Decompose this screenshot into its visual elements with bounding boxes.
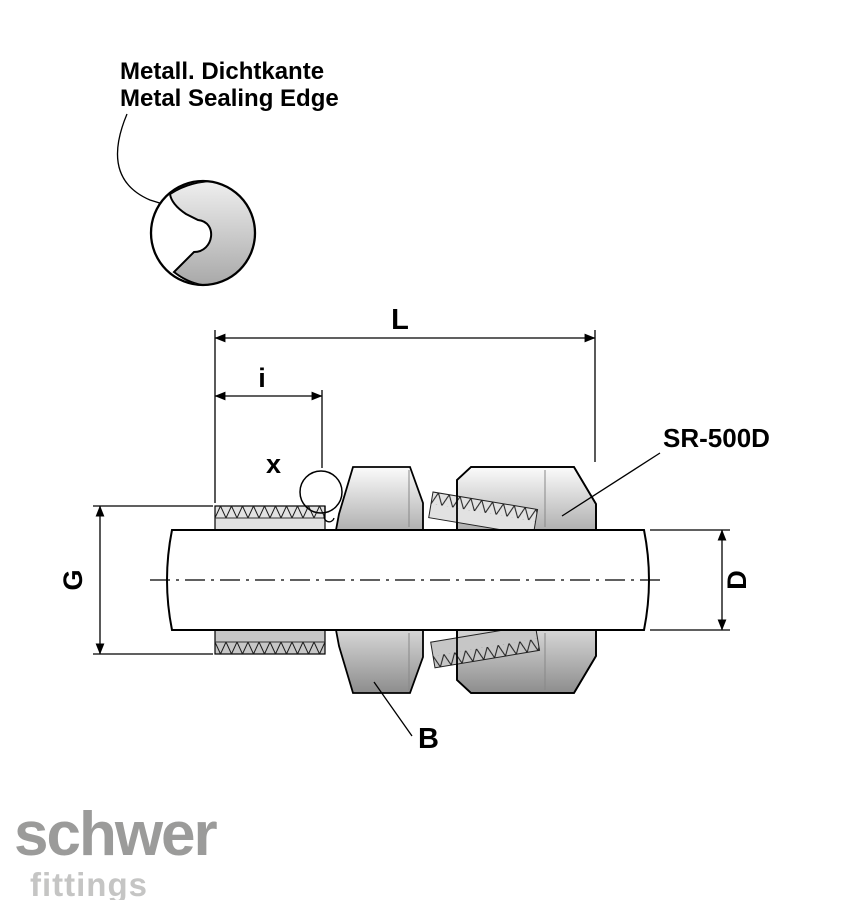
dimension-D-label: D [722, 570, 752, 590]
product-code-annotation: SR-500D [561, 423, 770, 517]
dimension-G-label: G [58, 569, 88, 590]
product-code-leader-line [561, 452, 661, 517]
sealing-edge-label-en: Metal Sealing Edge [120, 85, 339, 112]
logo: schwer fittings [14, 800, 220, 900]
detail-x-label: x [266, 449, 281, 479]
dimension-L-label: L [391, 304, 409, 336]
sealing-edge-annotation: Metall. Dichtkante Metal Sealing Edge [116, 58, 339, 212]
dimension-i-label: i [258, 363, 266, 393]
dimension-B-label: B [418, 723, 439, 755]
detail-x-circle [299, 470, 343, 514]
hex-body-lower [334, 629, 424, 694]
sealing-edge-notch [323, 506, 335, 523]
detail-circle [149, 179, 257, 287]
dimension-B: B [373, 681, 439, 755]
logo-tagline-text: fittings [30, 866, 148, 900]
dimension-L: L [214, 304, 596, 503]
dimension-B-leader-line [373, 681, 413, 737]
dimension-i: i [214, 363, 323, 468]
detail-circle-outline [149, 179, 257, 287]
dimension-D: D [650, 529, 752, 631]
hex-facet-lines [408, 470, 546, 690]
product-code-label: SR-500D [663, 423, 770, 453]
dimension-G: G [58, 505, 213, 655]
sealing-edge-label-de: Metall. Dichtkante [120, 58, 324, 85]
stud-thread-upper [214, 505, 326, 531]
hex-body-upper [334, 466, 424, 531]
detail-marker-x: x [266, 449, 343, 514]
sealing-edge-leader-line [116, 113, 183, 212]
stud-thread-lower [214, 629, 326, 655]
fitting-body [150, 466, 660, 694]
logo-brand-text: schwer [14, 800, 218, 869]
